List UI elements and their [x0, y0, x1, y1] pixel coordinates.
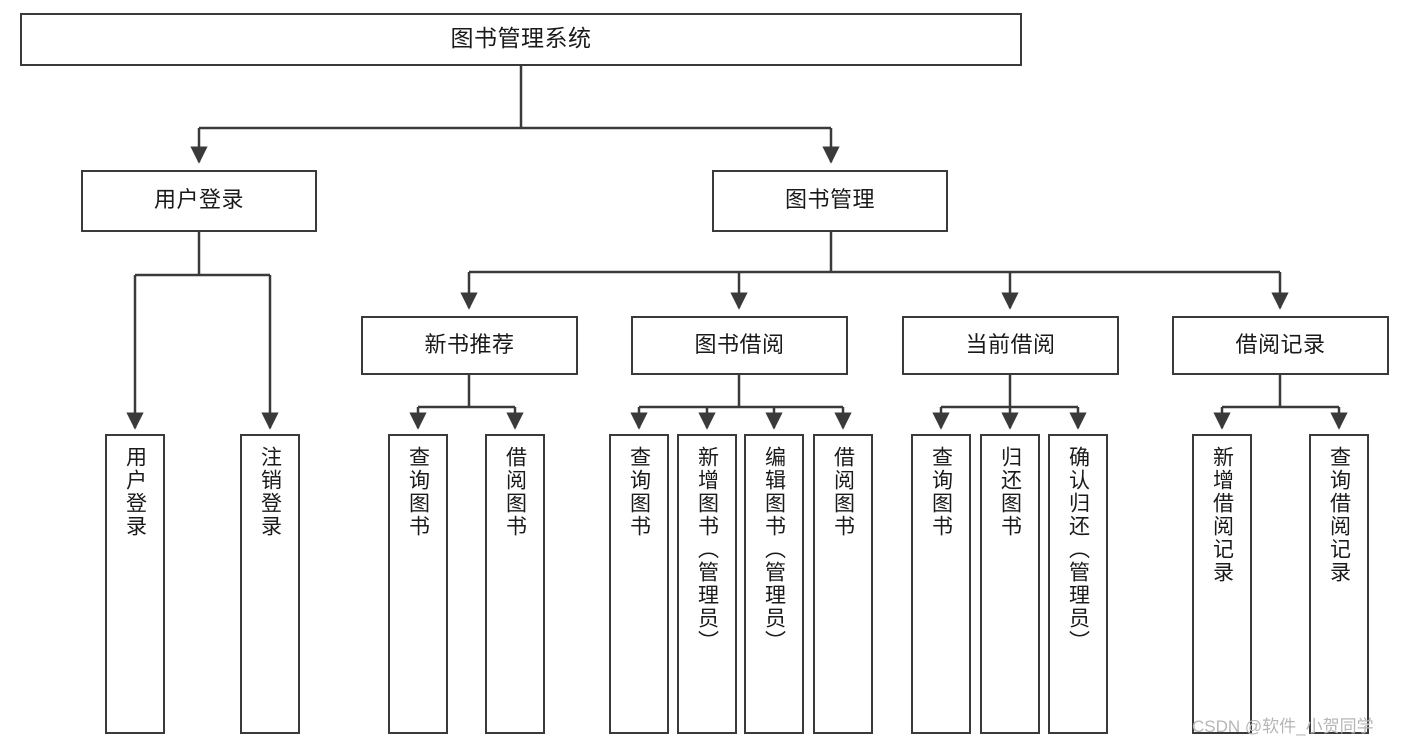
- node-book-manage-label: 图书管理: [784, 188, 875, 214]
- node-borrow-record-label: 借阅记录: [1235, 332, 1326, 358]
- node-leaf-borrow-book-1[interactable]: 借阅图书: [485, 434, 545, 734]
- node-book-manage[interactable]: 图书管理: [712, 170, 948, 232]
- node-root-label: 图书管理系统: [450, 25, 592, 52]
- node-leaf-borrow-book-1-label: 借阅图书: [503, 446, 528, 538]
- watermark: CSDN @软件_小贺同学: [1192, 717, 1374, 736]
- node-leaf-logout-login-label: 注销登录: [258, 446, 283, 538]
- node-new-book-recommend-label: 新书推荐: [424, 332, 515, 358]
- node-leaf-add-record[interactable]: 新增借阅记录: [1192, 434, 1252, 734]
- node-user-login-label: 用户登录: [153, 188, 244, 214]
- node-book-borrow[interactable]: 图书借阅: [631, 316, 848, 375]
- node-user-login[interactable]: 用户登录: [81, 170, 317, 232]
- node-leaf-user-login-label: 用户登录: [123, 446, 148, 538]
- node-leaf-add-book[interactable]: 新增图书（管理员）: [677, 434, 737, 734]
- node-borrow-record[interactable]: 借阅记录: [1172, 316, 1389, 375]
- node-leaf-query-book-1-label: 查询图书: [406, 446, 431, 538]
- node-leaf-borrow-book-2[interactable]: 借阅图书: [813, 434, 873, 734]
- node-book-borrow-label: 图书借阅: [694, 332, 785, 358]
- node-leaf-edit-book-label: 编辑图书（管理员）: [762, 446, 787, 653]
- node-leaf-query-book-1[interactable]: 查询图书: [388, 434, 448, 734]
- node-new-book-recommend[interactable]: 新书推荐: [361, 316, 578, 375]
- node-leaf-logout-login[interactable]: 注销登录: [240, 434, 300, 734]
- node-leaf-user-login[interactable]: 用户登录: [105, 434, 165, 734]
- node-leaf-edit-book[interactable]: 编辑图书（管理员）: [744, 434, 804, 734]
- node-leaf-query-record-label: 查询借阅记录: [1327, 446, 1352, 584]
- node-leaf-add-book-label: 新增图书（管理员）: [695, 446, 720, 653]
- node-leaf-query-book-2-label: 查询图书: [627, 446, 652, 538]
- node-leaf-query-book-2[interactable]: 查询图书: [609, 434, 669, 734]
- node-root[interactable]: 图书管理系统: [20, 13, 1022, 66]
- node-current-borrow[interactable]: 当前借阅: [902, 316, 1119, 375]
- node-leaf-confirm-return-label: 确认归还（管理员）: [1066, 446, 1091, 653]
- node-leaf-add-record-label: 新增借阅记录: [1210, 446, 1235, 584]
- node-leaf-confirm-return[interactable]: 确认归还（管理员）: [1048, 434, 1108, 734]
- node-leaf-query-book-3[interactable]: 查询图书: [911, 434, 971, 734]
- node-leaf-return-book-label: 归还图书: [998, 446, 1023, 538]
- node-leaf-borrow-book-2-label: 借阅图书: [831, 446, 856, 538]
- node-current-borrow-label: 当前借阅: [965, 332, 1056, 358]
- node-leaf-query-record[interactable]: 查询借阅记录: [1309, 434, 1369, 734]
- node-leaf-query-book-3-label: 查询图书: [929, 446, 954, 538]
- node-leaf-return-book[interactable]: 归还图书: [980, 434, 1040, 734]
